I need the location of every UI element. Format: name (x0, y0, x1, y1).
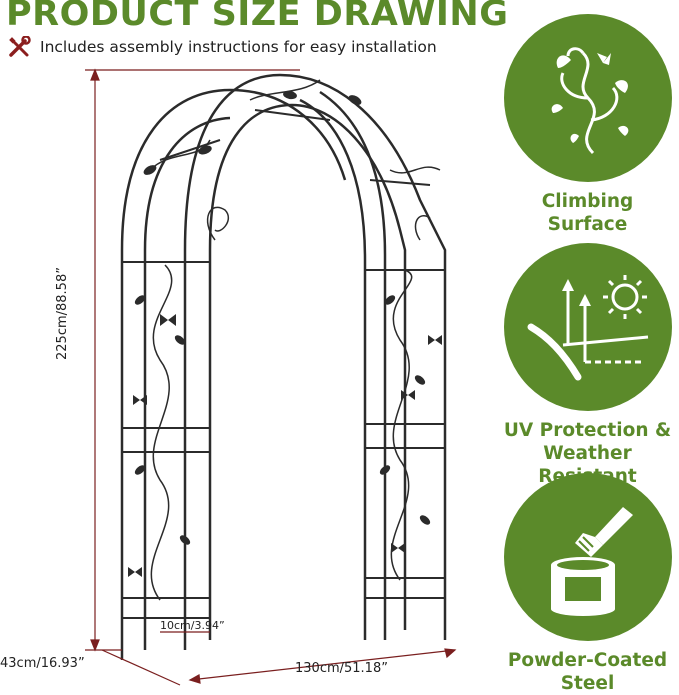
depth-dimension-label: 43cm/16.93” (0, 656, 85, 671)
subtitle-row: Includes assembly instructions for easy … (8, 36, 437, 58)
sun-uv-icon (527, 275, 648, 381)
feature-label-uv: UV Protection & Weather Resistant (503, 420, 672, 487)
feature-circle (503, 243, 672, 411)
climbing-vine-icon (551, 47, 628, 155)
subtitle-text: Includes assembly instructions for easy … (40, 38, 437, 56)
feature-circle (503, 473, 672, 641)
feature-uv: UV Protection & Weather Resistant (500, 243, 675, 488)
feature-label-climbing: Climbing Surface (541, 191, 634, 235)
feature-climbing: Climbing Surface (500, 14, 675, 236)
feature-steel: Powder-Coated Steel (500, 473, 675, 695)
feature-label-steel: Powder-Coated Steel (507, 650, 668, 694)
paint-can-icon (550, 507, 633, 616)
feature-circle (503, 14, 672, 182)
tools-icon (9, 36, 31, 57)
width-dimension-label: 130cm/51.18” (295, 661, 388, 676)
page-title: PRODUCT SIZE DRAWING (6, 0, 509, 34)
arch-drawing (85, 68, 457, 686)
height-dimension-label: 225cm/88.58” (55, 267, 70, 360)
gap-dimension-label: 10cm/3.94” (160, 619, 225, 632)
